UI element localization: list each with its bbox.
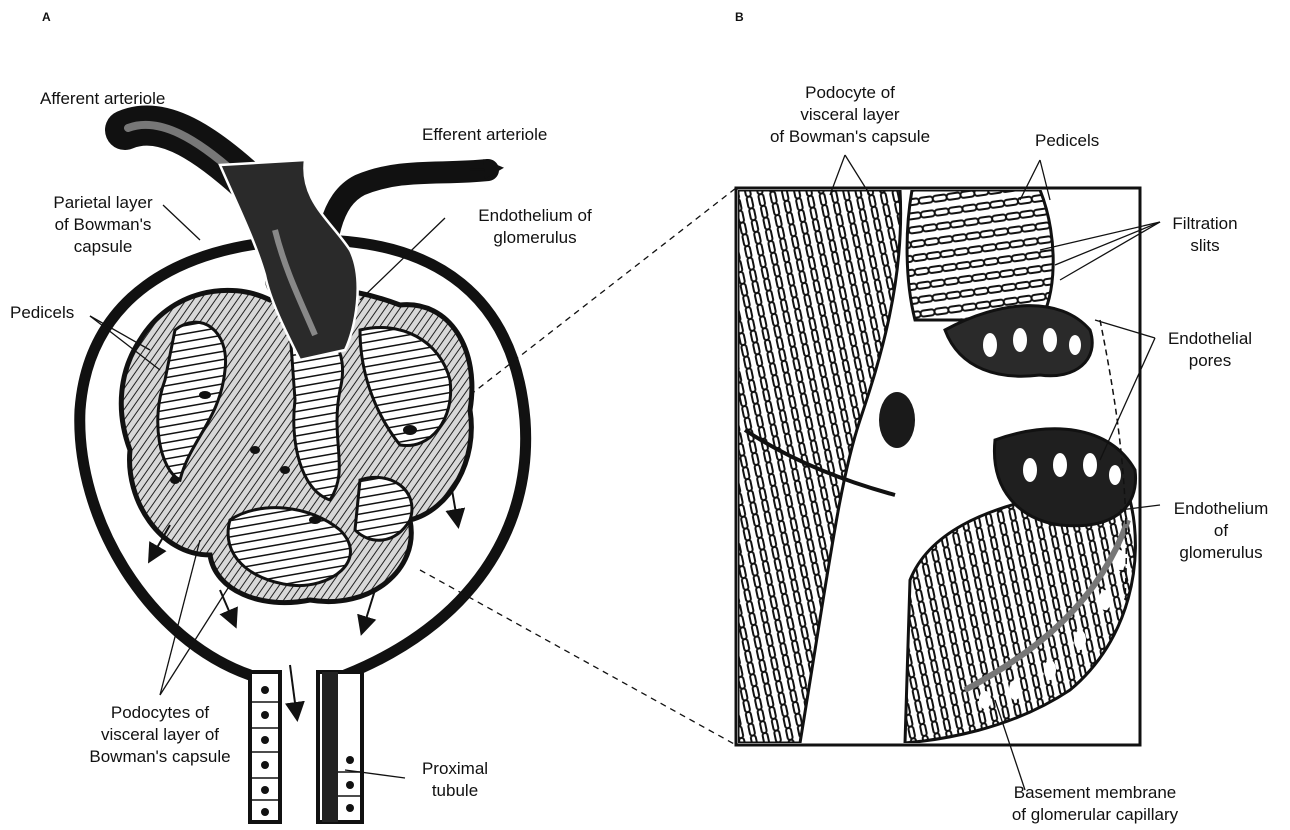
panel-letter-b: B	[735, 10, 744, 24]
zoom-connectors	[420, 188, 736, 745]
label-endothelial-pores: Endothelial pores	[1155, 328, 1265, 372]
label-filtration-slits: Filtration slits	[1160, 213, 1250, 257]
label-parietal-layer: Parietal layer of Bowman's capsule	[38, 192, 168, 258]
panel-letter-a: A	[42, 10, 51, 24]
label-podocytes-a: Podocytes of visceral layer of Bowman's …	[60, 702, 260, 768]
label-proximal-tubule: Proximal tubule	[410, 758, 500, 802]
panel-b	[736, 155, 1160, 790]
pedicel-process	[907, 190, 1053, 320]
label-basement-membrane: Basement membrane of glomerular capillar…	[985, 782, 1205, 826]
label-pedicels-a: Pedicels	[10, 302, 74, 324]
label-endothelium-a: Endothelium of glomerulus	[450, 205, 620, 249]
label-pedicels-b: Pedicels	[1035, 130, 1099, 152]
label-podocyte-b: Podocyte of visceral layer of Bowman's c…	[745, 82, 955, 148]
label-endothelium-b: Endothelium of glomerulus	[1160, 498, 1282, 564]
proximal-tubule	[250, 672, 362, 822]
label-afferent-arteriole: Afferent arteriole	[40, 88, 165, 110]
label-efferent-arteriole: Efferent arteriole	[422, 124, 547, 146]
